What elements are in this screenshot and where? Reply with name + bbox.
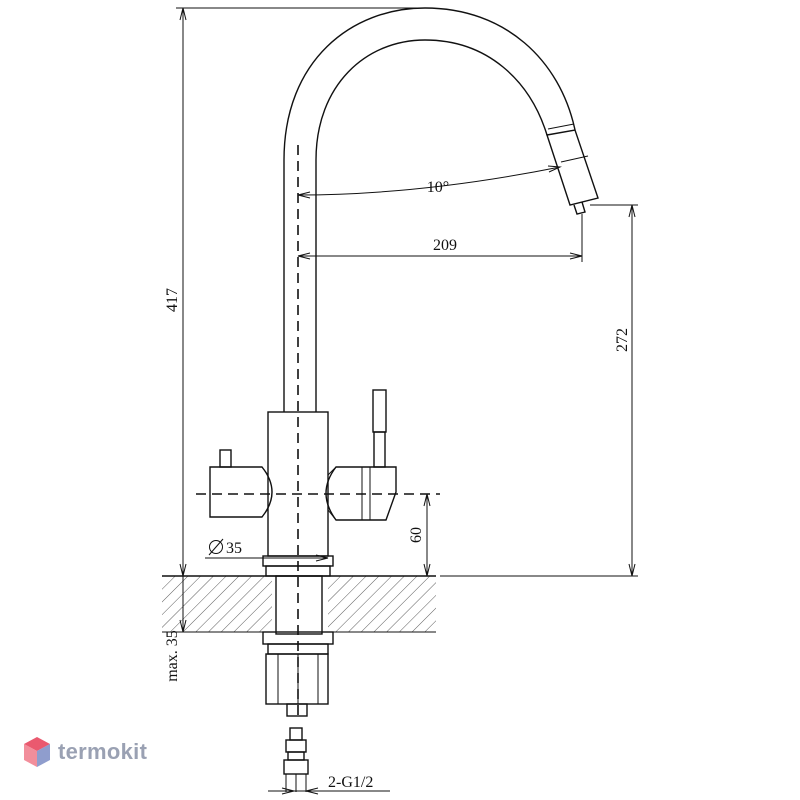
- brand-cube-icon: [24, 737, 50, 767]
- countertop-section: [162, 575, 436, 633]
- dim-base-diameter-value: 35: [226, 540, 242, 557]
- dim-reach: 209: [433, 237, 457, 254]
- dim-handle-height: 60: [408, 527, 425, 543]
- dim-height-total: 417: [164, 288, 181, 312]
- dim-spout-height: 272: [614, 328, 631, 352]
- dim-connection: 2-G1/2: [328, 774, 373, 791]
- dim-counter-max: max. 35: [164, 630, 181, 682]
- dimension-labels: 417 272 209 10° 60 35 max. 35 2-G1/2: [164, 179, 631, 791]
- center-lines: [196, 145, 440, 720]
- brand-logo: termokit: [22, 735, 147, 769]
- spout: [283, 7, 599, 412]
- dimension-lines: [176, 7, 638, 795]
- brand-name: termokit: [58, 739, 148, 764]
- dim-angle: 10°: [427, 179, 449, 196]
- mounting-hardware: [262, 575, 334, 792]
- dim-base-diameter: 35: [208, 538, 242, 557]
